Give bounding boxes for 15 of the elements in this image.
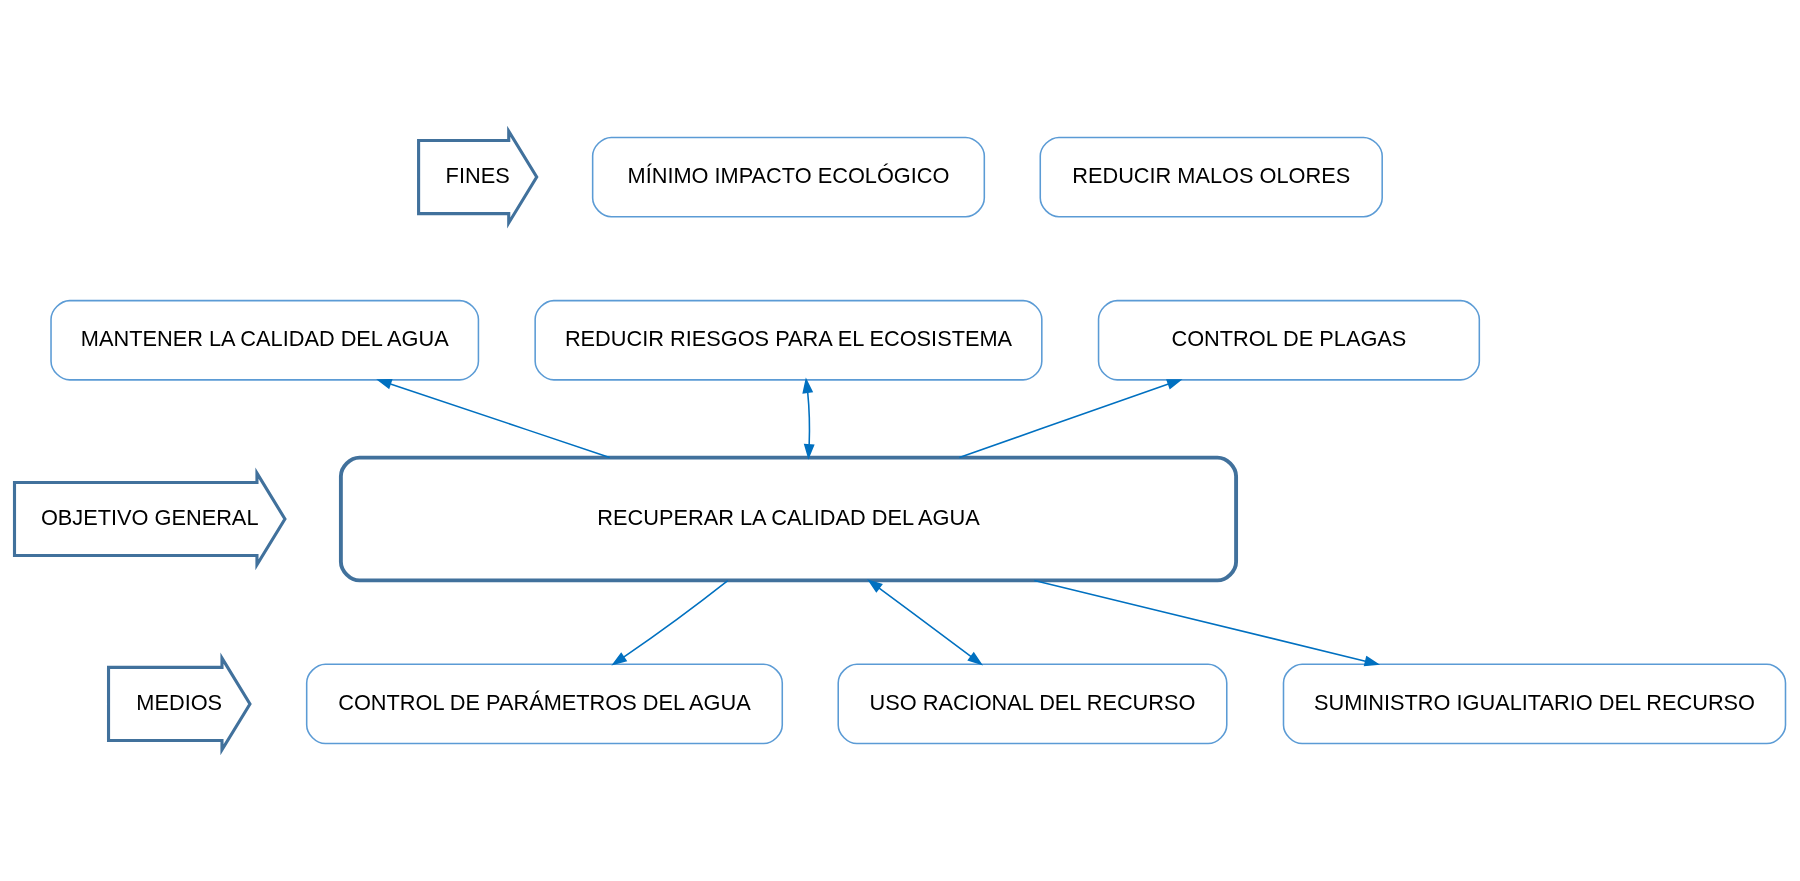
arrow [376,378,611,459]
node-box: SUMINISTRO IGUALITARIO DEL RECURSO [1282,663,1787,745]
arrow [802,377,815,460]
arrow [867,579,983,666]
arrow [1033,579,1381,667]
node-box: USO RACIONAL DEL RECURSO [837,663,1228,745]
arrow [958,379,1183,459]
node-box: REDUCIR MALOS OLORES [1039,136,1383,218]
node-box: CONTROL DE PLAGAS [1097,299,1481,381]
node-box: MANTENER LA CALIDAD DEL AGUA [50,299,480,381]
arrow [611,579,729,666]
node-box: REDUCIR RIESGOS PARA EL ECOSISTEMA [534,299,1043,381]
node-box: CONTROL DE PARÁMETROS DEL AGUA [305,663,784,745]
node-box: MÍNIMO IMPACTO ECOLÓGICO [591,136,986,218]
node-box: RECUPERAR LA CALIDAD DEL AGUA [338,455,1239,583]
